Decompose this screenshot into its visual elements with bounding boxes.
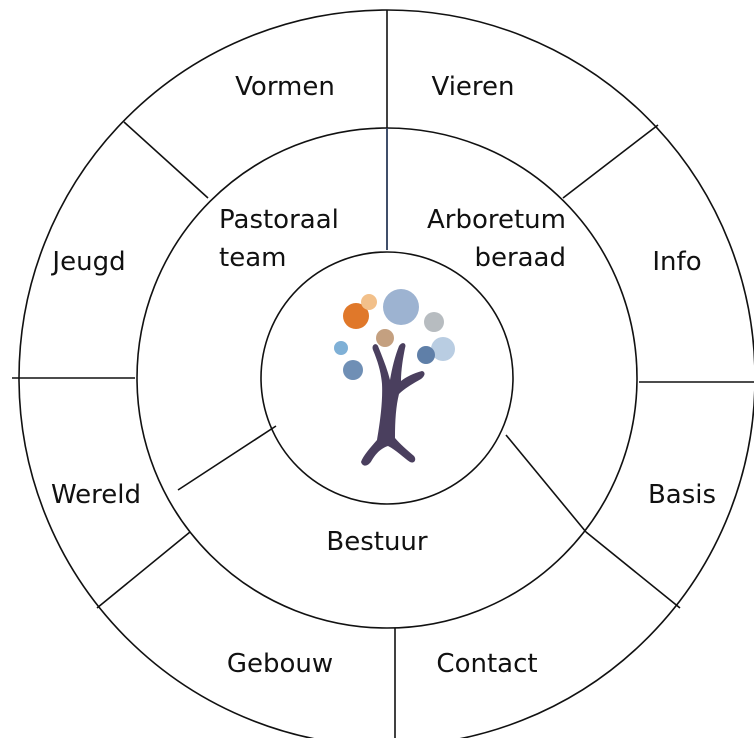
label-vormen: Vormen (235, 72, 335, 102)
label-basis: Basis (648, 480, 716, 510)
tree-leaf (417, 346, 435, 364)
label-contact: Contact (436, 649, 537, 679)
label-bestuur: Bestuur (326, 527, 428, 557)
tree-logo-icon (334, 289, 455, 466)
tree-leaf (334, 341, 348, 355)
label-vieren: Vieren (431, 72, 514, 102)
label-wereld: Wereld (51, 480, 141, 510)
tree-trunk (361, 343, 425, 466)
tree-leaf (343, 360, 363, 380)
label-gebouw: Gebouw (227, 649, 333, 679)
label-arboretum-line1: Arboretum (427, 205, 566, 235)
inner-ring (260, 251, 514, 505)
tree-leaf (343, 303, 369, 329)
label-arboretum-line2: beraad (474, 243, 566, 273)
label-pastoraal-line2: team (219, 243, 286, 273)
label-pastoraal-line1: Pastoraal (219, 205, 339, 235)
tree-leaf (376, 329, 394, 347)
tree-leaf (361, 294, 377, 310)
label-info: Info (652, 247, 701, 277)
tree-leaf (431, 337, 455, 361)
middle-ring-dividers (177, 128, 587, 533)
tree-leaf (383, 289, 419, 325)
tree-leaf (424, 312, 444, 332)
outer-ring-dividers (12, 10, 754, 738)
label-jeugd: Jeugd (50, 247, 125, 277)
